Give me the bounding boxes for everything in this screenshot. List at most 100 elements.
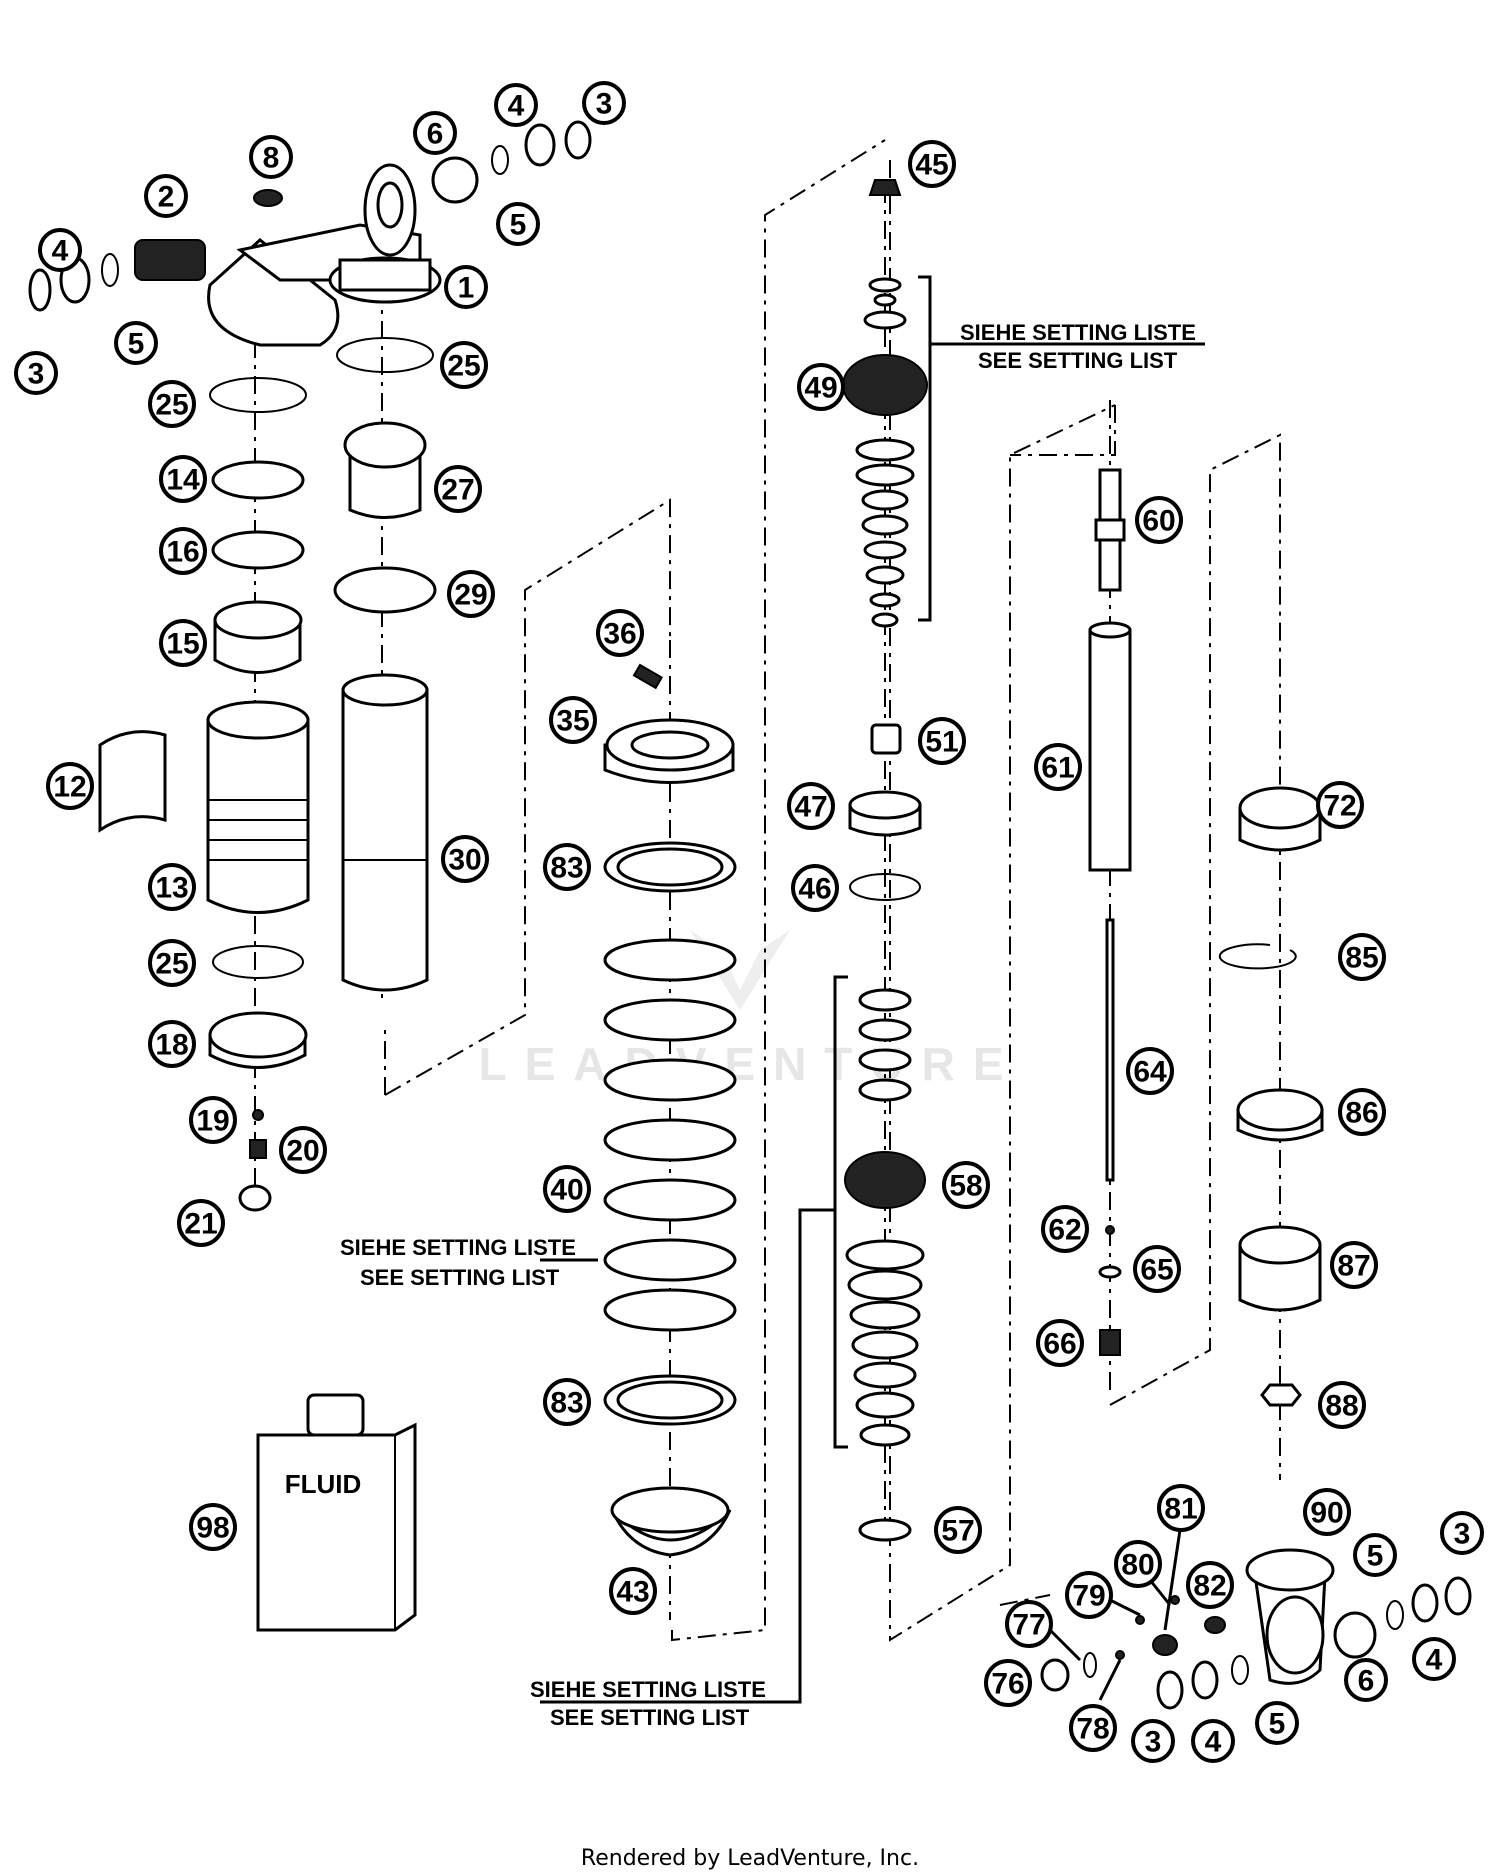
callout-21: 21: [177, 1199, 225, 1247]
callout-circle: [609, 1567, 657, 1615]
setting-brackets: [540, 275, 1205, 1704]
callout-87: 87: [1330, 1241, 1378, 1289]
callout-25: 25: [440, 341, 488, 389]
callout-circle: [14, 351, 58, 395]
callout-circle: [148, 863, 196, 911]
callout-circle: [1186, 1561, 1234, 1609]
callout-circle: [543, 843, 591, 891]
watermark: LEADVENTURE: [478, 930, 1004, 1090]
callout-number: 80: [1121, 1549, 1154, 1582]
callout-79: 79: [1065, 1571, 1113, 1619]
callout-number: 90: [1310, 1497, 1343, 1530]
callout-number: 19: [196, 1105, 229, 1138]
callout-number: 85: [1345, 942, 1378, 975]
callout-80: 80: [1114, 1540, 1162, 1588]
callout-83: 83: [543, 1378, 591, 1426]
callout-18: 18: [148, 1020, 196, 1068]
callout-number: 6: [1358, 1665, 1375, 1698]
callout-circle: [1255, 1701, 1299, 1745]
callout-45: 45: [908, 140, 956, 188]
callout-43: 43: [609, 1567, 657, 1615]
callout-90: 90: [1303, 1488, 1351, 1536]
callout-57: 57: [934, 1506, 982, 1554]
callout-number: 47: [794, 791, 827, 824]
fluid-label: FLUID: [285, 1469, 362, 1499]
callout-circle: [1126, 1047, 1174, 1095]
callout-circle: [918, 717, 966, 765]
callout-6: 6: [413, 111, 457, 155]
callout-circle: [787, 782, 835, 830]
callout-number: 78: [1076, 1713, 1109, 1746]
callout-number: 16: [166, 536, 199, 569]
callout-62: 62: [1041, 1205, 1089, 1253]
callout-61: 61: [1034, 743, 1082, 791]
callout-86: 86: [1338, 1088, 1386, 1136]
body-parts: [333, 421, 437, 992]
callout-3: 3: [14, 351, 58, 395]
callout-77: 77: [1005, 1600, 1053, 1648]
callout-circle: [148, 380, 196, 428]
callout-number: 60: [1142, 505, 1175, 538]
callout-circle: [1041, 1205, 1089, 1253]
callout-30: 30: [441, 835, 489, 883]
callout-circle: [434, 465, 482, 513]
setting-note-top-line2: SEE SETTING LIST: [978, 348, 1178, 373]
callout-circle: [144, 174, 188, 218]
callout-number: 25: [155, 389, 188, 422]
callout-number: 72: [1323, 790, 1356, 823]
callout-number: 4: [52, 235, 69, 268]
callout-64: 64: [1126, 1047, 1174, 1095]
callout-5: 5: [496, 202, 540, 246]
callout-29: 29: [447, 570, 495, 618]
callout-number: 82: [1193, 1570, 1226, 1603]
callout-3: 3: [1131, 1719, 1175, 1763]
callout-5: 5: [1353, 1533, 1397, 1577]
callout-25: 25: [148, 939, 196, 987]
callout-36: 36: [596, 609, 644, 657]
callout-13: 13: [148, 863, 196, 911]
callout-number: 27: [441, 474, 474, 507]
callout-circle: [1412, 1637, 1456, 1681]
setting-note-top: SIEHE SETTING LISTE SEE SETTING LIST: [960, 320, 1196, 373]
callout-number: 61: [1041, 752, 1074, 785]
shim-stack-parts: [842, 179, 928, 1542]
callout-circle: [549, 696, 597, 744]
callout-circle: [46, 762, 94, 810]
callout-number: 5: [1367, 1540, 1384, 1573]
callout-83: 83: [543, 843, 591, 891]
callout-number: 83: [550, 852, 583, 885]
callout-circle: [984, 1659, 1032, 1707]
callout-number: 3: [1145, 1726, 1162, 1759]
callout-circle: [1440, 1511, 1484, 1555]
callout-number: 45: [915, 149, 948, 182]
callout-circle: [1344, 1658, 1388, 1702]
callout-4: 4: [38, 228, 82, 272]
callout-number: 62: [1048, 1214, 1081, 1247]
callout-85: 85: [1338, 933, 1386, 981]
callout-number: 5: [510, 209, 527, 242]
callout-number: 8: [263, 142, 280, 175]
callout-number: 3: [28, 358, 45, 391]
callout-number: 83: [550, 1387, 583, 1420]
shaft-parts: [1088, 468, 1132, 1356]
callout-number: 6: [427, 118, 444, 151]
callout-35: 35: [549, 696, 597, 744]
setting-note-middle-line1: SIEHE SETTING LISTE: [340, 1235, 576, 1260]
callout-60: 60: [1135, 496, 1183, 544]
callout-number: 18: [155, 1029, 188, 1062]
callout-98: 98: [189, 1503, 237, 1551]
callout-20: 20: [279, 1126, 327, 1174]
callout-number: 2: [158, 181, 175, 214]
callout-circle: [38, 228, 82, 272]
setting-note-bottom-line2: SEE SETTING LIST: [550, 1705, 750, 1730]
callout-circle: [1131, 1719, 1175, 1763]
setting-note-middle-line2: SEE SETTING LIST: [360, 1265, 560, 1290]
callout-circle: [1157, 1484, 1205, 1532]
callout-circle: [444, 265, 488, 309]
callout-circle: [159, 527, 207, 575]
callout-3: 3: [1440, 1511, 1484, 1555]
callout-number: 49: [804, 372, 837, 405]
callout-46: 46: [791, 864, 839, 912]
callout-circle: [1338, 1088, 1386, 1136]
callout-3: 3: [582, 81, 626, 125]
